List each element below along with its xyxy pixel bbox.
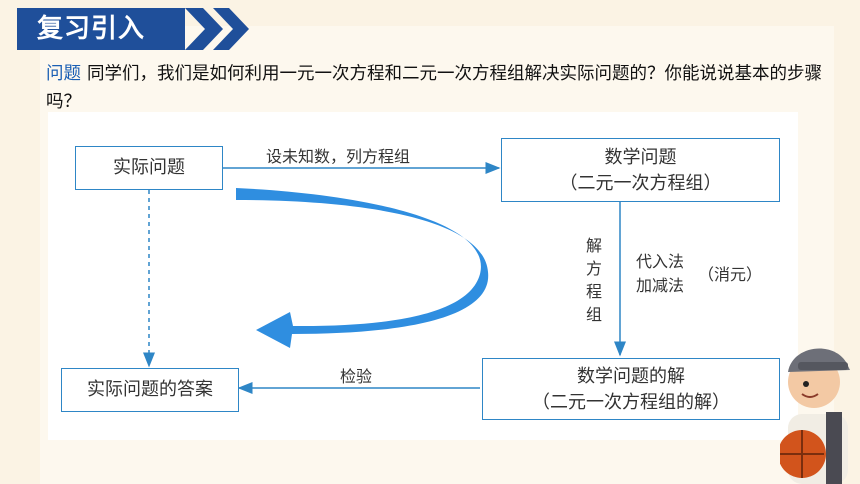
label-elimination: 加减法	[636, 276, 685, 295]
box-real-problem: 实际问题	[75, 146, 223, 190]
box-real-problem-text: 实际问题	[113, 157, 185, 178]
label-solve: 解方程组	[585, 236, 602, 324]
header-title: 复习引入	[37, 14, 146, 44]
box-math-solution: 数学问题的解 （二元一次方程组的解）	[482, 358, 780, 420]
box-real-answer-text: 实际问题的答案	[87, 379, 213, 400]
header-background	[17, 8, 185, 50]
header-banner: 复习引入	[17, 8, 267, 50]
box-math-solution-line2: （二元一次方程组的解）	[532, 392, 730, 413]
box-math-problem-line2: （二元一次方程组）	[559, 173, 722, 194]
box-math-problem-line1: 数学问题	[604, 147, 677, 168]
box-math-solution-line1: 数学问题的解	[577, 366, 685, 387]
label-eliminate-unknown: （消元）	[698, 265, 763, 284]
double-chevron-icon	[185, 8, 249, 50]
box-math-problem: 数学问题 （二元一次方程组）	[501, 138, 780, 202]
flow-diagram: 实际问题 数学问题 （二元一次方程组） 数学问题的解 （二元一次方程组的解） 实…	[48, 112, 798, 440]
question-body: 同学们，我们是如何利用一元一次方程和二元一次方程组解决实际问题的？你能说说基本的…	[46, 64, 822, 112]
label-check: 检验	[340, 367, 373, 386]
label-set-unknowns: 设未知数，列方程组	[266, 147, 411, 166]
question-tag: 问题	[46, 64, 81, 84]
curved-arrow	[236, 188, 489, 348]
diagram-connectors	[143, 162, 626, 394]
label-substitution: 代入法	[636, 252, 685, 271]
student-mascot-illustration	[780, 348, 850, 484]
box-real-answer: 实际问题的答案	[61, 368, 239, 412]
question-text: 问题同学们，我们是如何利用一元一次方程和二元一次方程组解决实际问题的？你能说说基…	[46, 60, 836, 116]
